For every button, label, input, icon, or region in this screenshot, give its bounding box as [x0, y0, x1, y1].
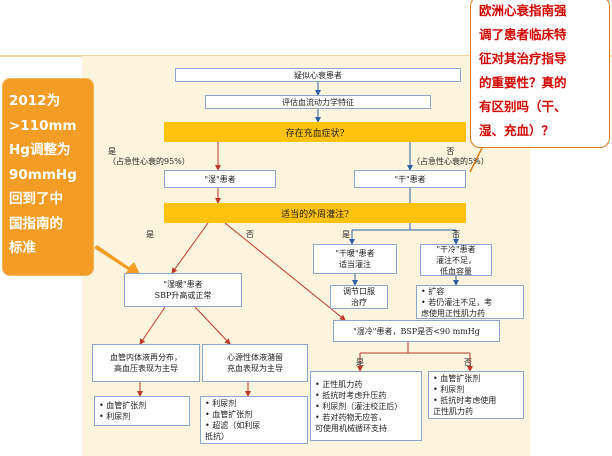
no-label-perfusion: 否	[246, 230, 254, 239]
dry-warm-box: "干暖"患者 适当灌注	[313, 244, 397, 274]
left-callout-arrow	[94, 245, 143, 280]
vascular-redistribution-box: 血管内体液再分布， 高血压表现为主导	[92, 344, 200, 382]
dry-cold-box: "干冷"患者 灌注不足， 低血容量	[420, 244, 492, 276]
suspected-hf-box: 疑似心衰患者	[175, 68, 461, 82]
no-label-bp: 否	[464, 358, 472, 367]
vascular-treatment-box: • 血管扩张剂 • 利尿剂	[94, 396, 190, 426]
dry-cold-treatment-box: • 扩容 • 若仍灌注不足，考 虑使用正性肌力药	[416, 285, 524, 319]
wet-cold-box: "湿冷"患者，BSP是否<90 mmHg	[333, 320, 500, 342]
wet-warm-box: "湿暖"患者 SBP升高或正常	[124, 273, 242, 307]
yes-label-bp: 是	[356, 358, 364, 367]
left-callout: 2012为 >110mm Hg调整为 90mmHg 回到了中 国指南的 标准	[2, 78, 94, 276]
right-callout: 欧洲心衰指南强 调了患者临床特 征对其治疗指导 的重要性？真的 有区别吗（干、 …	[470, 0, 610, 148]
wet-cold-no-treatment-box: • 血管扩张剂 • 利尿剂 • 抵抗时考虑使用 正性肌力药	[428, 371, 524, 419]
congestion-question: 存在充血症状?	[164, 122, 466, 142]
assess-hemodynamic-box: 评估血流动力学特征	[205, 95, 431, 109]
no-label-dry: 否	[452, 230, 460, 239]
wet-patient-box: "湿"患者	[164, 170, 276, 188]
cardiac-retention-box: 心源性体液潴留 充血表现为主导	[202, 344, 308, 382]
oral-therapy-box: 调节口服 治疗	[330, 285, 388, 309]
no-label-congestion: 否 （占急性心衰的5%）	[412, 147, 489, 166]
yes-label-perfusion: 是	[146, 230, 154, 239]
yes-label-dry: 是	[342, 230, 350, 239]
perfusion-question: 适当的外周灌注?	[164, 203, 466, 223]
cardiac-treatment-box: • 利尿剂 • 血管扩张剂 • 超滤（如利尿 抵抗）	[200, 396, 308, 444]
wet-cold-yes-treatment-box: • 正性肌力药 • 抵抗时考虑升压药 • 利尿剂（灌注校正后） • 若对药物无应…	[310, 371, 422, 441]
yes-label-congestion: 是 （占急性心衰的95%）	[108, 147, 190, 166]
dry-patient-box: "干"患者	[354, 170, 466, 188]
